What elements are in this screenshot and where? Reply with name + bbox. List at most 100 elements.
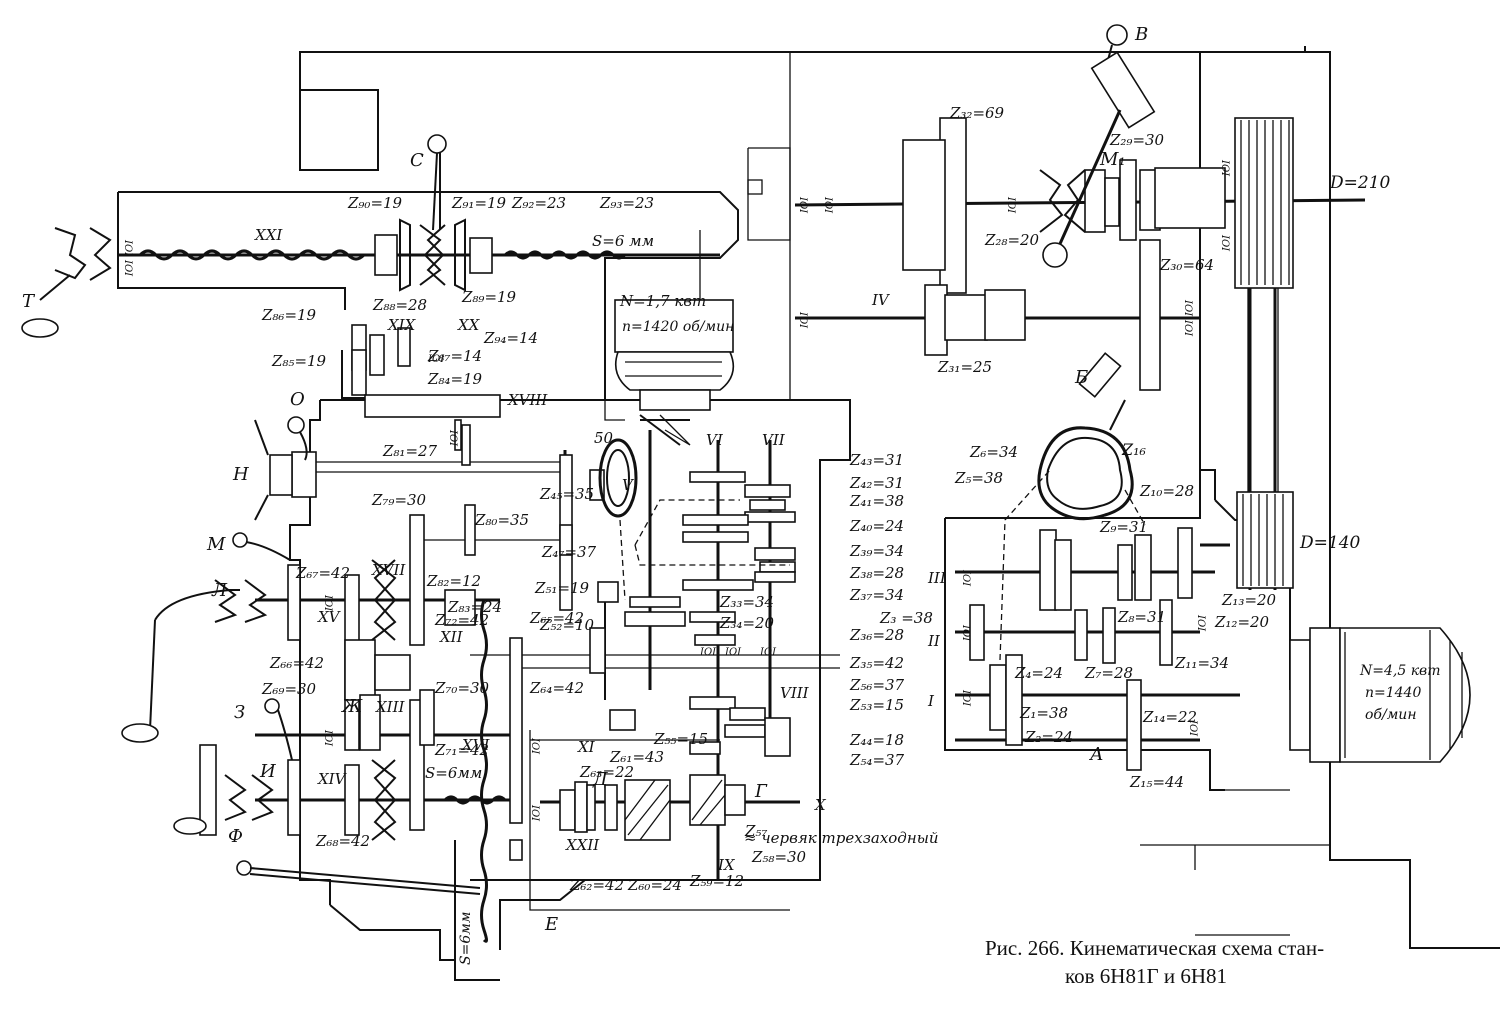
- gear-label-right: Z₄=24: [1014, 664, 1063, 682]
- svg-text:IOI: IOI: [1219, 159, 1230, 177]
- gear-label-left: Z₇₉=30: [371, 491, 427, 509]
- figure-caption-line1: Рис. 266. Кинематическая схема стан-: [985, 936, 1324, 960]
- shaft-label: V: [622, 476, 635, 494]
- gear-label-left: Z₈₃=24: [447, 598, 502, 616]
- handle-label: А: [1088, 744, 1104, 765]
- gear-label-center: Z₆₃=22: [579, 763, 634, 781]
- gear-label-left: Z₈₈=28: [372, 296, 427, 314]
- gear-label-center: Z₅₆=37: [849, 676, 905, 694]
- gear-label-right: Z₁₅=44: [1129, 773, 1184, 791]
- shaft-label: XX: [457, 316, 481, 334]
- gear-label-left: Z₉₀=19: [347, 194, 403, 212]
- gear-label-center: Z₆₂=42: [569, 876, 624, 894]
- gear-set-right: [902, 117, 1226, 771]
- shaft-label: IX: [717, 856, 736, 874]
- feed-screw-lower: [443, 795, 507, 805]
- gear-set-left: [269, 324, 573, 836]
- dashed-linkages: [619, 469, 1146, 661]
- gear-label-right: Z₁₃=20: [1221, 591, 1277, 609]
- svg-text:IOI: IOI: [960, 624, 971, 642]
- shaft-label: IV: [871, 291, 891, 309]
- cam-label: Z₁₆: [1121, 440, 1147, 459]
- gear-label-left: Z₆₇=42: [295, 564, 350, 582]
- svg-text:IOI: IOI: [1182, 319, 1193, 337]
- svg-text:IOI: IOI: [759, 647, 777, 658]
- gear-label-left: Z₆₉=30: [261, 680, 317, 698]
- gear-label-center: Z₄₄=18: [849, 731, 904, 749]
- gear-label-left: Z₈₅=19: [271, 352, 327, 370]
- svg-text:IOI: IOI: [797, 311, 808, 329]
- main-motor-power: N=4,5 квт: [1359, 663, 1440, 679]
- svg-text:IOI: IOI: [960, 689, 971, 707]
- main-motor-labels: N=4,5 квт n=1440 об/мин: [1359, 663, 1440, 723]
- gear-label-right: Z₃₀=64: [1159, 256, 1214, 274]
- shaft-label: XIX: [387, 316, 417, 334]
- svg-text:IOI: IOI: [529, 737, 540, 755]
- gear-label-right: Z₁₁=34: [1174, 654, 1229, 672]
- shaft-label: II: [927, 632, 941, 650]
- svg-text:IOI: IOI: [322, 594, 333, 612]
- gear-label-center: Z₄₅=35: [539, 485, 594, 503]
- gear-label-right: Z₈=31: [1117, 608, 1166, 626]
- gear-label-right: Z₉=31: [1099, 518, 1148, 536]
- bearing-marks: IOI IOI IOI IOI IOI IOI IOI IOI IOI IOI …: [122, 159, 1230, 822]
- gear-label-center: Z₄₂=31: [849, 474, 904, 492]
- svg-text:IOI: IOI: [122, 259, 133, 277]
- handle-label: Г: [754, 781, 768, 802]
- handle-label: Л: [211, 580, 228, 601]
- gear-label-left: Z₆₈=42: [315, 832, 370, 850]
- pulley-upper: [1234, 117, 1294, 289]
- handle-V-lever: [1042, 24, 1156, 268]
- shaft-label: III: [927, 569, 947, 587]
- handle-label: Т: [22, 291, 36, 312]
- svg-text:IOI: IOI: [822, 196, 833, 214]
- gear-label-left: Z₉₁=19: [451, 194, 507, 212]
- handle-label: В: [1134, 24, 1148, 45]
- handle-label: С: [410, 150, 424, 171]
- svg-text:IOI: IOI: [529, 804, 540, 822]
- handle-label: Е: [544, 914, 558, 935]
- gear-label-left: Z₈₄=19: [427, 370, 483, 388]
- gear-label-right: Z₃₁=25: [937, 358, 992, 376]
- shaft-label: XVI: [461, 736, 491, 754]
- svg-text:IOI: IOI: [797, 196, 808, 214]
- handle-label: Ж: [340, 696, 363, 717]
- gear-label-center: Z₅₁=19: [534, 579, 590, 597]
- shaft-label: XI: [577, 738, 596, 756]
- gear-label-center: Z₅₈=30: [751, 848, 807, 866]
- figure-caption-line2: ков 6Н81Г и 6Н81: [1065, 964, 1227, 988]
- gear-label-left: Z₈₇=14: [427, 347, 482, 365]
- clutch-M1: [1039, 169, 1120, 233]
- clutches-left: [371, 218, 493, 841]
- feed-motor: [614, 299, 735, 411]
- handle-label: Ф: [228, 826, 243, 847]
- feed-motor-speed: n=1420 об/мин: [622, 319, 734, 335]
- svg-text:IOI: IOI: [122, 239, 133, 257]
- disc-50: [598, 414, 691, 518]
- pulley-upper-label: D=210: [1329, 173, 1391, 193]
- pitch-label: S=6 мм: [592, 232, 654, 250]
- handle-label: М: [206, 534, 226, 555]
- shaft-label: VIII: [780, 684, 810, 702]
- gear-label-center: Z₆₀=24: [627, 876, 682, 894]
- shaft-label: XIII: [375, 698, 406, 716]
- main-motor: [1289, 627, 1471, 763]
- pitch-label: S=6мм: [425, 764, 482, 782]
- svg-text:IOI: IOI: [1182, 299, 1193, 317]
- gear-label-center: Z₅₇: [744, 822, 767, 840]
- main-motor-speed: n=1440: [1365, 685, 1421, 701]
- disc-label: 50: [594, 429, 614, 447]
- handle-label: Н: [232, 464, 249, 485]
- gear-label-right: Z₆=34: [969, 443, 1018, 461]
- handle-label: О: [290, 389, 305, 410]
- gear-label-center: Z₄₀=24: [849, 517, 904, 535]
- gear-label-right: Z₁₄=22: [1142, 708, 1197, 726]
- handle-label: M₁: [1099, 149, 1126, 170]
- gear-label-center: Z₃₉=34: [849, 542, 904, 560]
- gear-label-left: Z₈₀=35: [474, 511, 529, 529]
- gear-label-center: Z₅₅=15: [653, 730, 708, 748]
- gear-label-left: Z₆₆=42: [269, 654, 324, 672]
- feed-motor-power: N=1,7 квт: [619, 292, 706, 310]
- gear-label-center: Z₅₃=15: [849, 696, 904, 714]
